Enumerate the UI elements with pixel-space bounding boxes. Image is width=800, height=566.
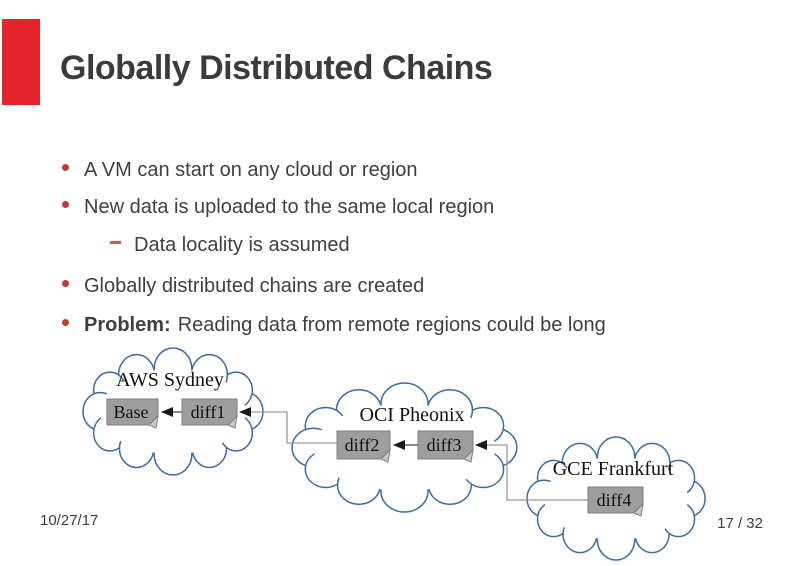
sub-bullet-item: Data locality is assumed (110, 234, 350, 257)
node-diff2-label: diff2 (345, 435, 380, 455)
bullet-dot-icon (62, 280, 69, 288)
node-diff1-label: diff1 (191, 402, 226, 422)
page-number: 17 / 32 (717, 515, 763, 532)
bullet-text: New data is uploaded to the same local r… (84, 196, 495, 218)
oci-pheonix-label: OCI Pheonix (360, 404, 465, 426)
footer-date: 10/27/17 (40, 512, 99, 529)
page-title: Globally Distributed Chains (60, 49, 493, 87)
aws-sydney-label: AWS Sydney (116, 369, 224, 391)
node-diff3: diff3 (417, 430, 474, 463)
bullet-text: A VM can start on any cloud or region (84, 159, 418, 181)
node-diff4-label: diff4 (597, 490, 632, 510)
gce-frankfurt-label: GCE Frankfurt (553, 458, 674, 480)
bullet-text: Reading data from remote regions could b… (177, 314, 606, 336)
bullet-item: A VM can start on any cloud or region (62, 159, 418, 182)
node-base-label: Base (114, 402, 149, 422)
arrow-diff4-to-diff3 (475, 440, 588, 501)
node-diff4: diff4 (587, 486, 644, 517)
bullet-item: Globally distributed chains are created (62, 275, 424, 298)
bullet-text: Globally distributed chains are created (84, 275, 425, 297)
sub-bullet-text: Data locality is assumed (134, 234, 350, 256)
bullet-item: New data is uploaded to the same local r… (62, 196, 494, 219)
bullet-dot-icon (62, 319, 69, 327)
arrow-diff2-to-diff1 (239, 407, 337, 444)
accent-bar (2, 19, 40, 105)
node-diff1: diff1 (181, 398, 238, 429)
distributed-chains-diagram: Base diff1 diff2 diff3 diff4 AWS Sydney … (82, 347, 706, 561)
oci-pheonix-cloud (291, 382, 518, 513)
node-diff3-label: diff3 (427, 435, 462, 455)
bullet-item: Problem: Reading data from remote regions… (62, 314, 606, 337)
node-diff2: diff2 (336, 430, 391, 463)
bullet-dot-icon (62, 201, 69, 209)
bullet-dot-icon (62, 164, 69, 172)
node-base: Base (106, 398, 159, 429)
bullet-text-problem-label: Problem: (84, 314, 171, 336)
sub-bullet-dash-icon (110, 241, 121, 245)
